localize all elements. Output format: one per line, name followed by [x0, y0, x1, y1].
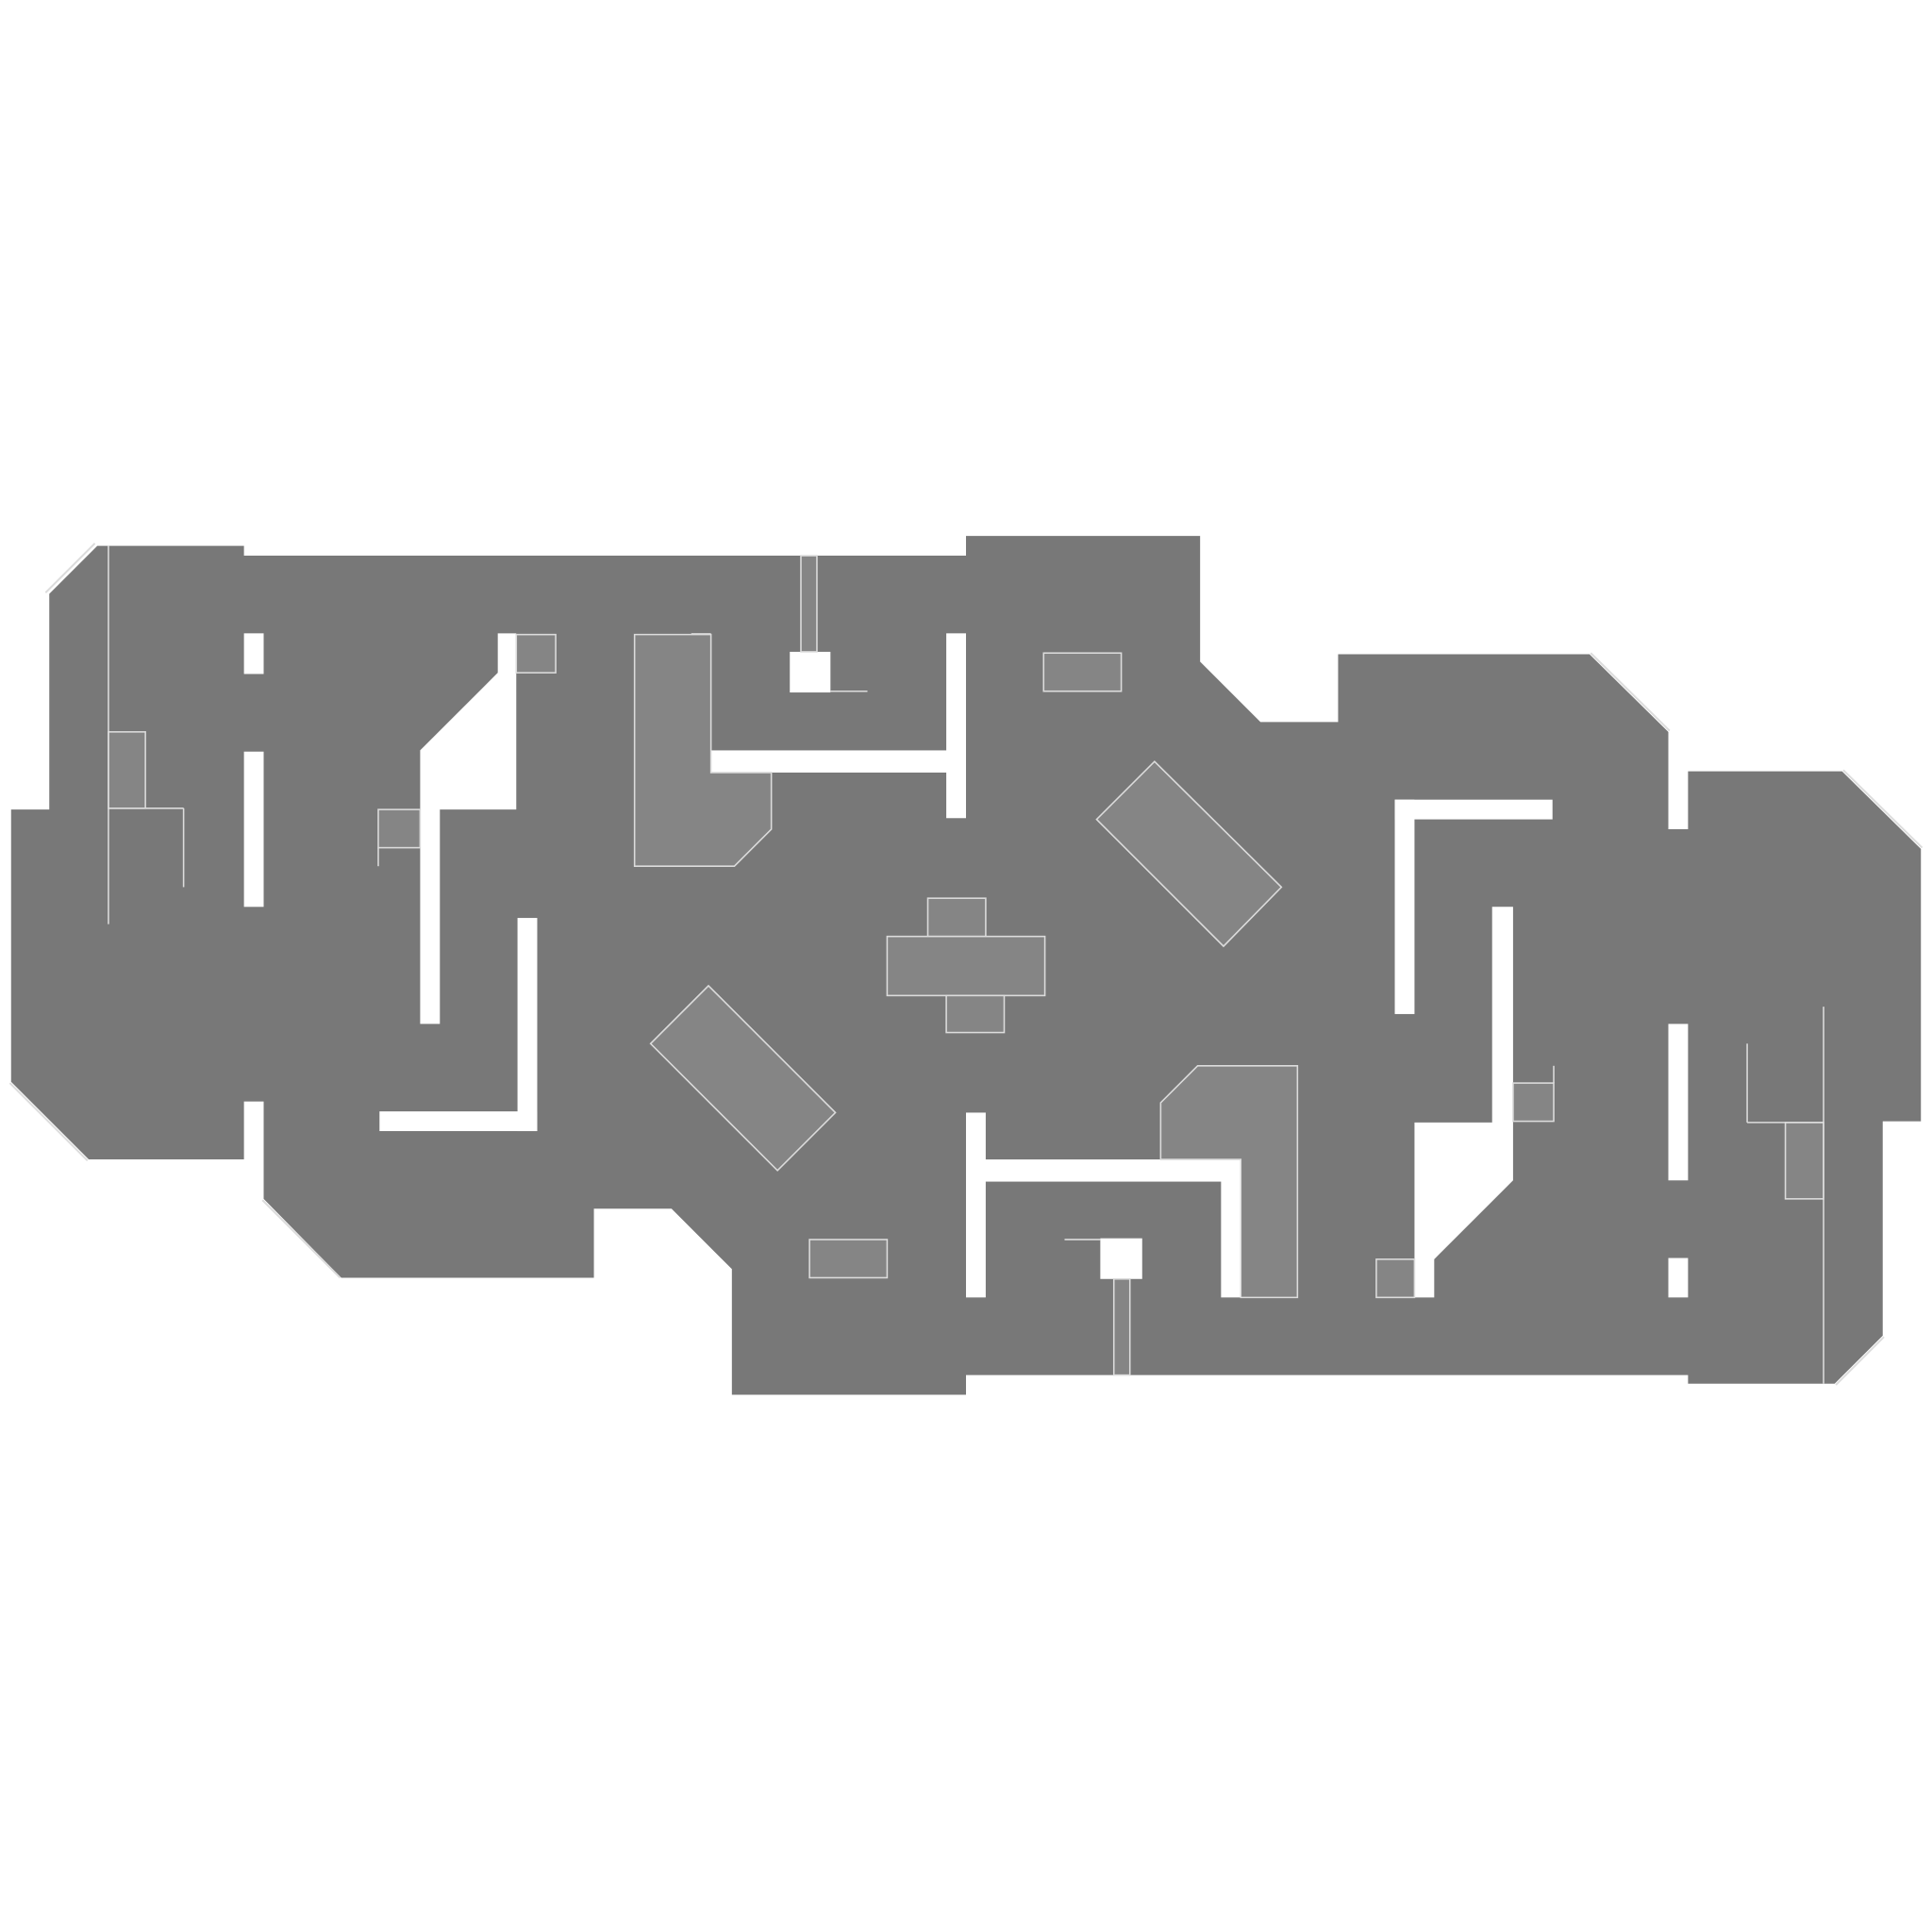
cover-objects	[108, 555, 1824, 1376]
walls	[243, 633, 1689, 1298]
